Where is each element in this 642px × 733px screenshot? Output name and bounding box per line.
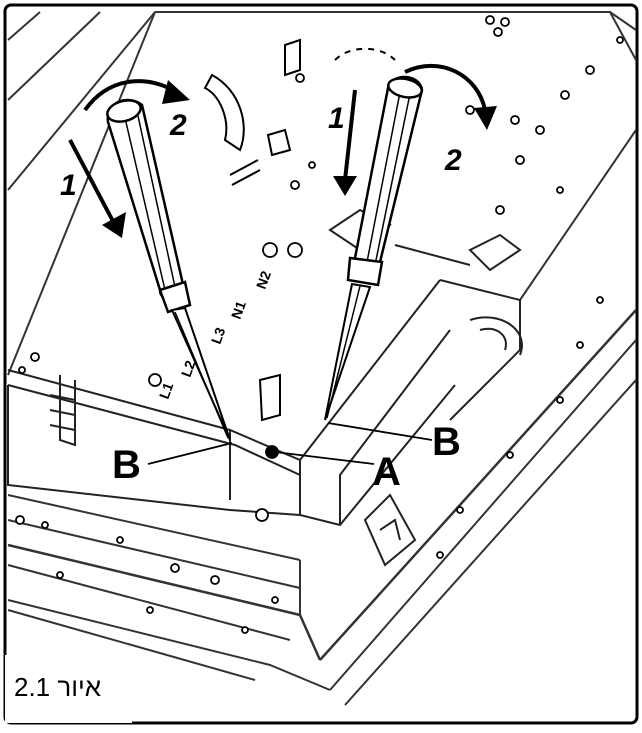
- step-label-right-2: 2: [444, 144, 462, 177]
- caption-box: [5, 655, 132, 723]
- callout-b-right: B: [432, 420, 461, 464]
- right-push-arrow: [343, 89, 357, 181]
- step-label-left-1: 1: [60, 169, 77, 202]
- step-numbers: 1 2 1 2: [60, 102, 462, 202]
- right-screwdriver: [324, 75, 424, 421]
- callout-a: A: [372, 450, 401, 494]
- step-label-right-1: 1: [328, 102, 345, 135]
- leader-b-right: [327, 422, 433, 441]
- step-label-left-2: 2: [169, 109, 187, 142]
- terminal-labels: L1 L2 L3 N1 N2: [156, 269, 274, 401]
- terminal-label-l2: L2: [178, 358, 199, 379]
- panel-components: [203, 38, 396, 422]
- terminal-label-l1: L1: [156, 380, 177, 401]
- right-rotate-arrow: [404, 63, 487, 111]
- step-arrows: [68, 63, 497, 238]
- terminal-label-n2: N2: [253, 269, 274, 291]
- figure-frame: [3, 3, 639, 725]
- left-push-arrow: [68, 139, 117, 226]
- terminal-label-n1: N1: [228, 299, 249, 321]
- leader-a: [274, 451, 375, 465]
- leader-lines: [147, 422, 433, 465]
- terminal-label-l3: L3: [208, 325, 229, 346]
- cooktop-body: [7, 11, 637, 706]
- mount-holes: [15, 15, 624, 634]
- callout-b-left: B: [112, 443, 141, 487]
- callout-letters: B A B: [112, 420, 461, 494]
- figure-caption: איור 2.1: [14, 672, 102, 702]
- leader-b-left: [147, 442, 233, 465]
- left-screwdriver: [106, 98, 231, 441]
